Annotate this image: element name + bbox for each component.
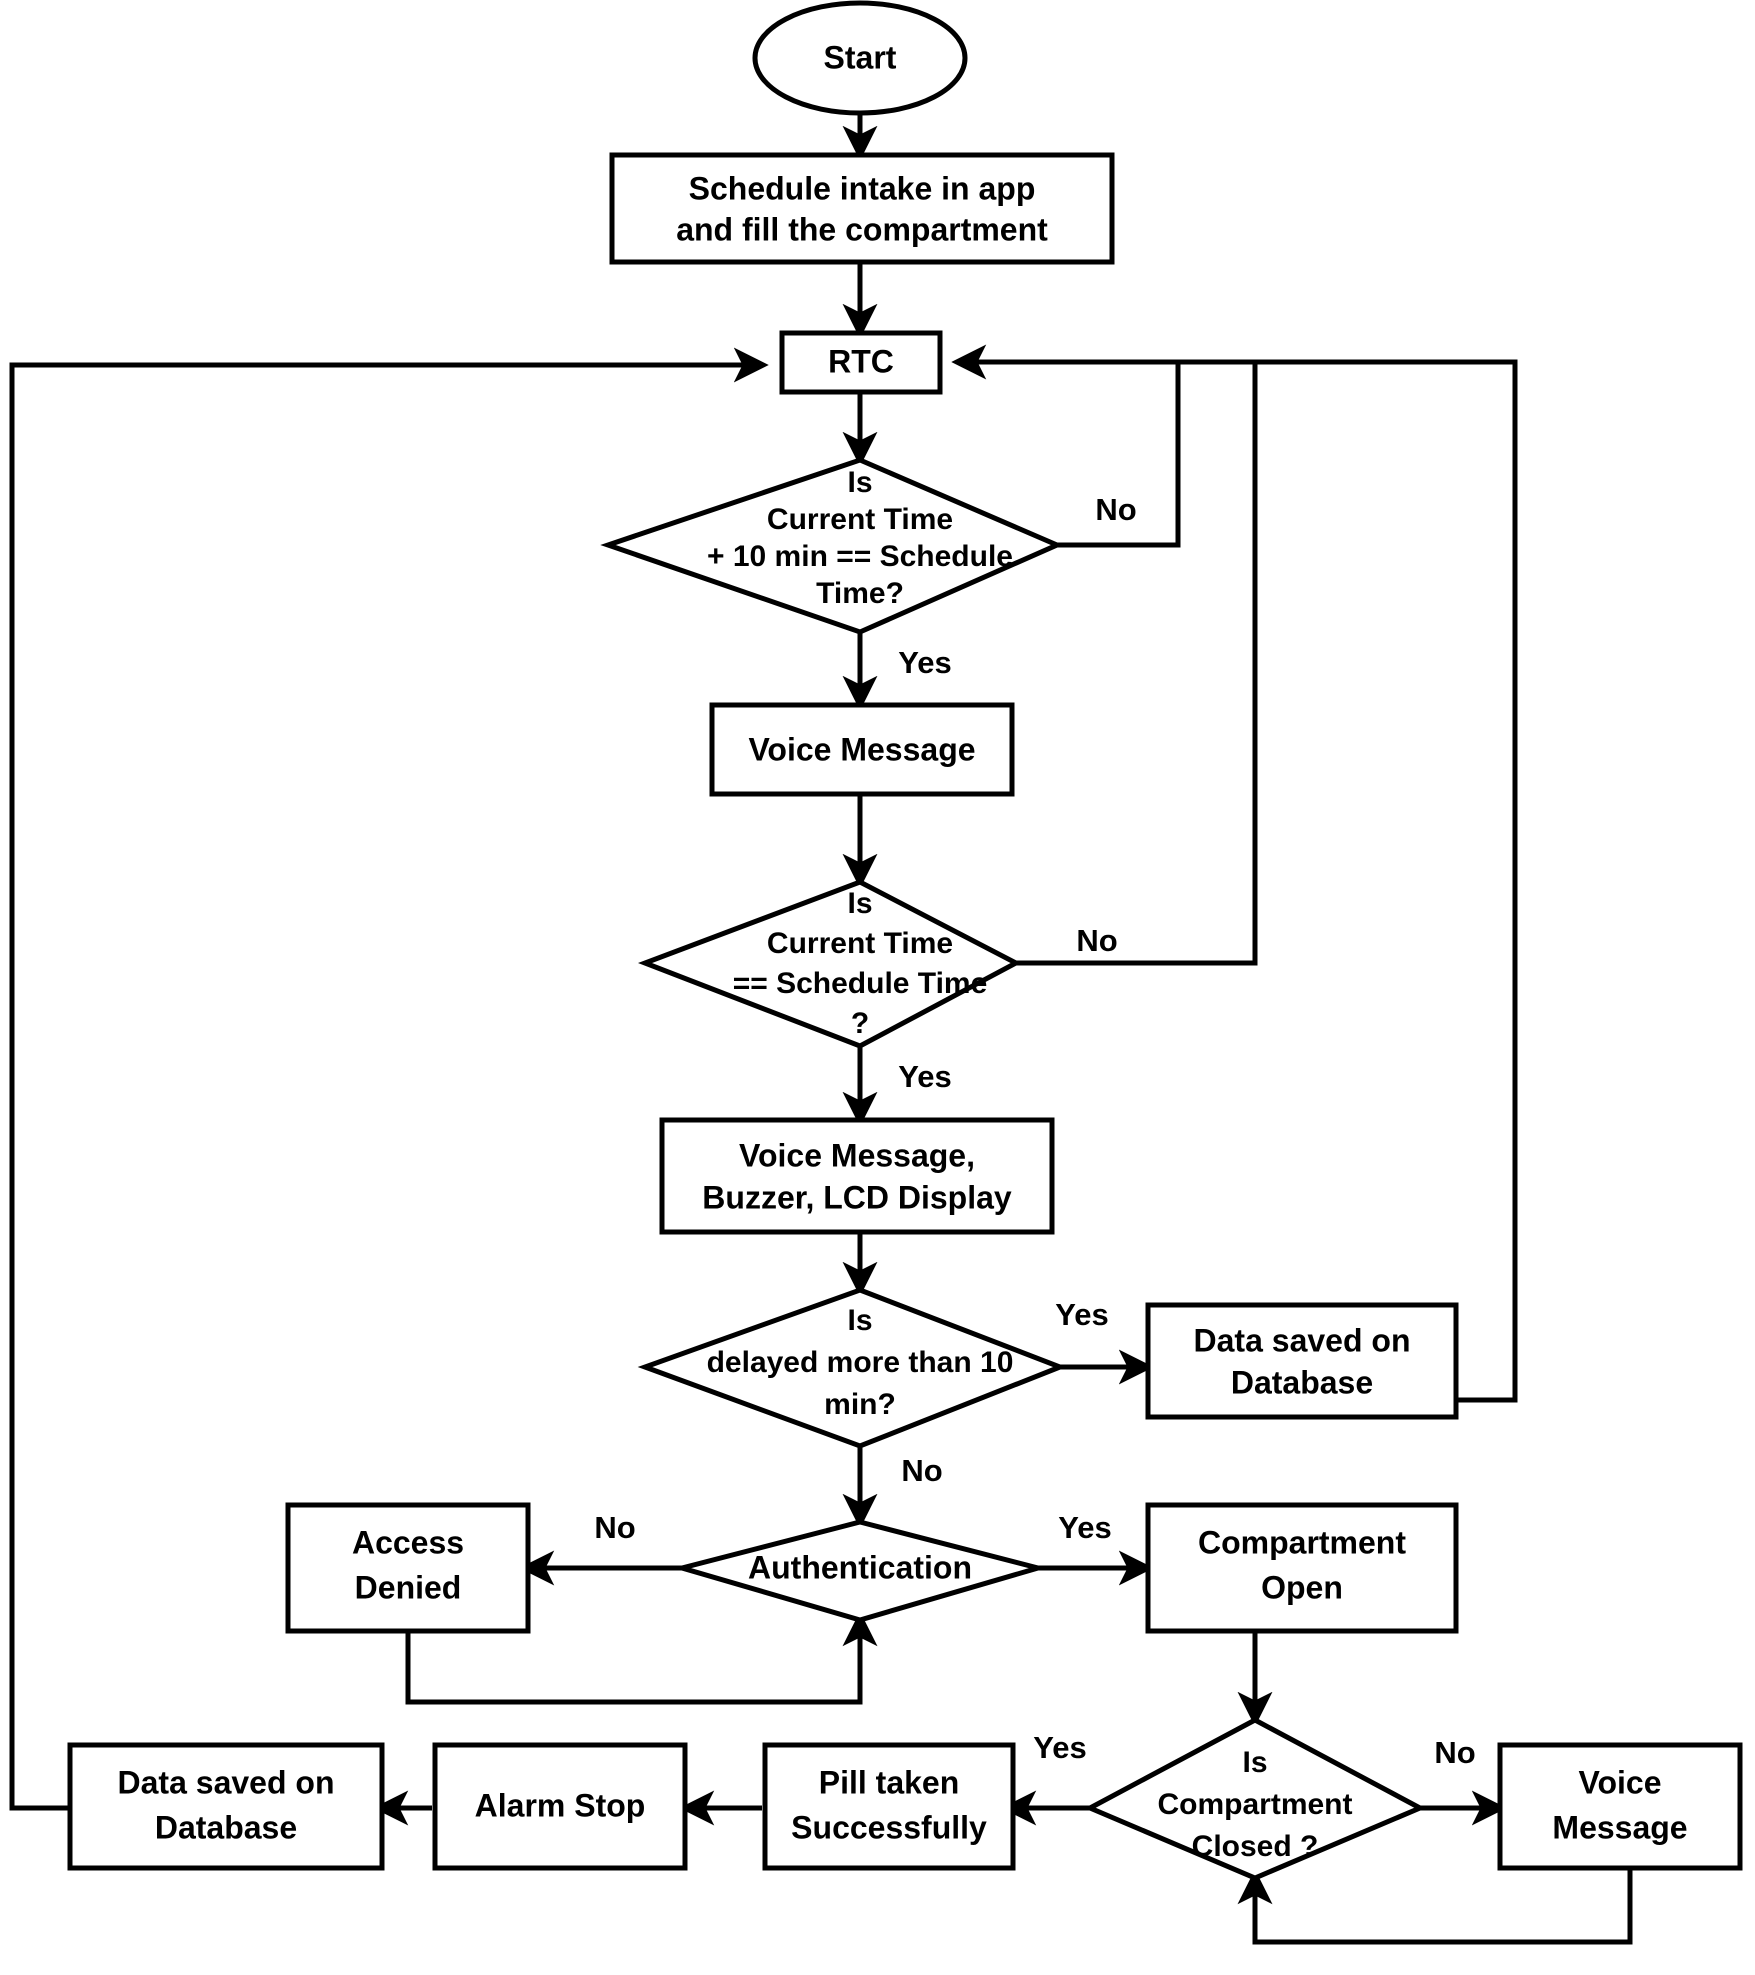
node-start-label: Start [824, 39, 897, 75]
node-voice-message-2[interactable]: Voice Message [1497, 1742, 1743, 1871]
node-voice-message-1-label: Voice Message [748, 731, 975, 767]
node-alerts-line1: Voice Message, [739, 1137, 975, 1173]
node-decision-pre10-line4: Time? [816, 577, 904, 610]
node-decision-pre10-line1: Is [847, 466, 872, 499]
node-db-saved-final-line2: Database [155, 1809, 297, 1845]
edge-db-delay-to-rtc [960, 359, 1518, 1403]
node-alerts-line2: Buzzer, LCD Display [702, 1179, 1012, 1215]
edge-label-no-delay: No [901, 1453, 942, 1488]
node-decision-delay-line3: min? [824, 1388, 896, 1421]
edge-label-yes-auth: Yes [1058, 1510, 1111, 1545]
node-decision-compartment-closed-line2: Compartment [1157, 1788, 1352, 1821]
edge-label-yes-exact: Yes [898, 1059, 951, 1094]
edge-db-final-to-rtc [9, 347, 769, 1811]
edge-label-no-pre10: No [1095, 492, 1136, 527]
node-decision-authentication[interactable]: Authentication [672, 1519, 1048, 1623]
node-alerts[interactable]: Voice Message, Buzzer, LCD Display [659, 1117, 1055, 1235]
node-decision-delay-line2: delayed more than 10 [707, 1346, 1014, 1379]
node-pill-taken-line1: Pill taken [819, 1764, 960, 1800]
node-decision-exact-line3: == Schedule Time [733, 967, 988, 1000]
node-schedule-intake-line1: Schedule intake in app [689, 170, 1036, 206]
node-decision-exact[interactable]: Is Current Time == Schedule Time ? [637, 879, 1022, 1049]
node-decision-exact-line4: ? [851, 1007, 869, 1040]
node-decision-pre10-line3: + 10 min == Schedule [707, 540, 1013, 573]
node-db-saved-delay-line2: Database [1231, 1364, 1373, 1400]
node-db-saved-delay-line1: Data saved on [1194, 1322, 1411, 1358]
node-start[interactable]: Start [752, 0, 968, 116]
node-decision-compartment-closed-line1: Is [1242, 1746, 1267, 1779]
edge-denied-back-to-auth [405, 1611, 878, 1705]
node-voice-message-2-line2: Message [1552, 1809, 1687, 1845]
node-access-denied[interactable]: Access Denied [285, 1502, 531, 1634]
node-db-saved-final-line1: Data saved on [118, 1764, 335, 1800]
node-alarm-stop-label: Alarm Stop [475, 1787, 646, 1823]
node-schedule-intake[interactable]: Schedule intake in app and fill the comp… [609, 152, 1115, 265]
node-pill-taken[interactable]: Pill taken Successfully [762, 1742, 1016, 1871]
node-decision-exact-line2: Current Time [767, 927, 953, 960]
node-compartment-open[interactable]: Compartment Open [1145, 1502, 1459, 1634]
node-decision-compartment-closed-line3: Closed ? [1192, 1830, 1319, 1863]
edge-voice2-back-to-decision-closed [1237, 1868, 1633, 1945]
node-schedule-intake-line2: and fill the compartment [676, 211, 1048, 247]
node-access-denied-line2: Denied [355, 1569, 462, 1605]
node-compartment-open-line2: Open [1261, 1569, 1343, 1605]
edge-label-no-auth: No [594, 1510, 635, 1545]
edge-label-no-closed: No [1434, 1735, 1475, 1770]
node-rtc-label: RTC [828, 343, 894, 379]
node-decision-exact-line1: Is [847, 887, 872, 920]
node-db-saved-final[interactable]: Data saved on Database [67, 1742, 385, 1871]
edge-label-yes-closed: Yes [1033, 1730, 1086, 1765]
node-db-saved-delay[interactable]: Data saved on Database [1145, 1302, 1459, 1420]
node-decision-authentication-label: Authentication [748, 1549, 972, 1585]
edge-decision-exact-no-to-rtc [960, 359, 1258, 966]
node-voice-message-1[interactable]: Voice Message [709, 702, 1015, 797]
node-voice-message-2-line1: Voice [1579, 1764, 1662, 1800]
node-pill-taken-line2: Successfully [791, 1809, 987, 1845]
node-decision-pre10-line2: Current Time [767, 503, 953, 536]
node-decision-compartment-closed[interactable]: Is Compartment Closed ? [1084, 1717, 1426, 1881]
edge-label-yes-pre10: Yes [898, 645, 951, 680]
edge-label-no-exact: No [1076, 923, 1117, 958]
node-decision-delay[interactable]: Is delayed more than 10 min? [637, 1287, 1067, 1449]
node-decision-pre10[interactable]: Is Current Time + 10 min == Schedule Tim… [600, 457, 1064, 635]
node-compartment-open-line1: Compartment [1198, 1524, 1406, 1560]
edge-label-yes-delay: Yes [1055, 1297, 1108, 1332]
node-decision-delay-line1: Is [847, 1304, 872, 1337]
node-access-denied-line1: Access [352, 1524, 464, 1560]
node-alarm-stop[interactable]: Alarm Stop [432, 1742, 688, 1871]
node-rtc[interactable]: RTC [779, 330, 943, 395]
